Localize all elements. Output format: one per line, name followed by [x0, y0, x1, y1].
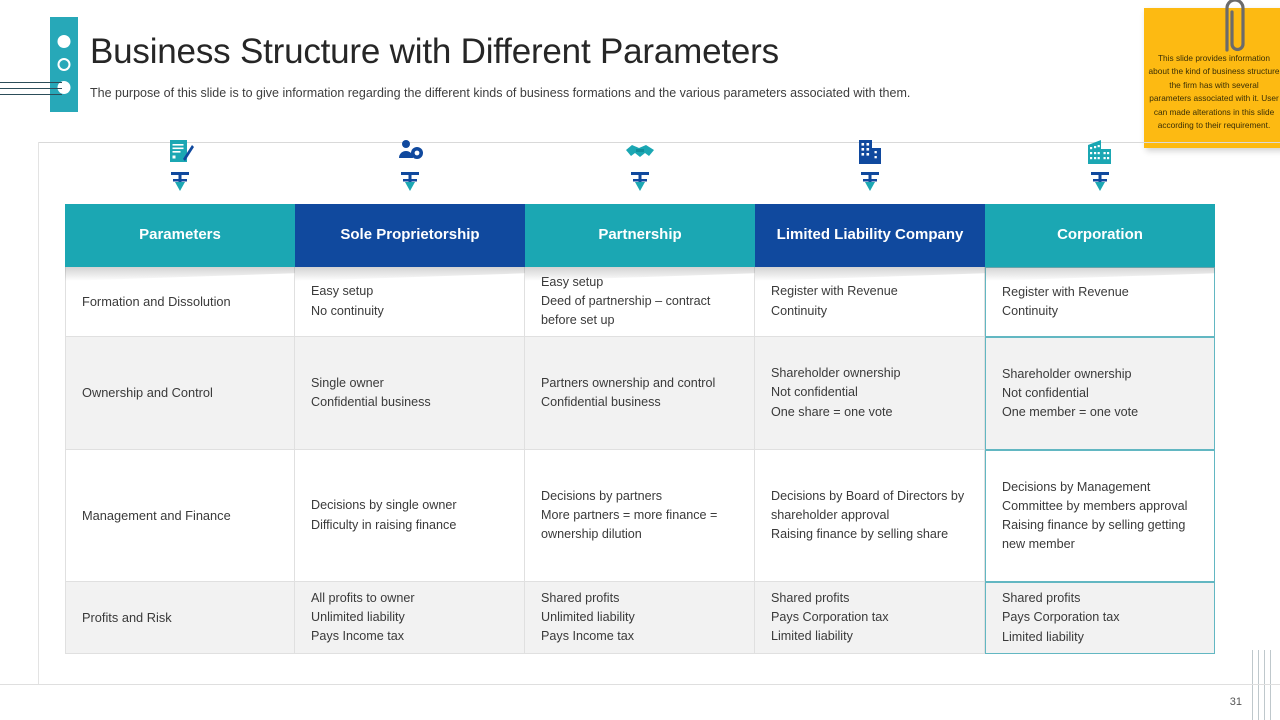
divider-top	[38, 142, 1280, 143]
icon-cell-corporation	[985, 136, 1215, 196]
sticky-note: This slide provides information about th…	[1144, 8, 1280, 148]
page-title: Business Structure with Different Parame…	[90, 32, 779, 71]
cell-parameter: Ownership and Control	[65, 337, 295, 450]
decorative-fringe	[1200, 650, 1280, 720]
cell-parameter: Formation and Dissolution	[65, 267, 295, 337]
pin-marker-icon	[171, 172, 189, 191]
cell-parameter: Profits and Risk	[65, 582, 295, 654]
icon-cell-sole-proprietorship	[295, 136, 525, 196]
comparison-table: Parameters Sole Proprietorship Partnersh…	[65, 204, 1215, 654]
table-header-row: Parameters Sole Proprietorship Partnersh…	[65, 204, 1215, 267]
pin-marker-icon	[401, 172, 419, 191]
column-icons-row	[65, 136, 1215, 196]
cell-parameter: Management and Finance	[65, 450, 295, 582]
accent-dot-filled-top	[57, 35, 71, 48]
table-row: Management and Finance Decisions by sing…	[65, 450, 1215, 582]
paperclip-icon	[1225, 0, 1245, 52]
divider-left-vertical	[38, 142, 39, 684]
page-number: 31	[1229, 696, 1242, 708]
city-buildings-icon	[1085, 136, 1115, 168]
cell-llc: Decisions by Board of Directors by share…	[755, 450, 985, 582]
office-building-icon	[856, 136, 884, 168]
person-gear-icon	[395, 136, 425, 168]
column-header-llc[interactable]: Limited Liability Company	[755, 204, 985, 267]
cell-corporation: Decisions by Management Committee by mem…	[985, 450, 1215, 582]
icon-cell-llc	[755, 136, 985, 196]
column-header-corporation[interactable]: Corporation	[985, 204, 1215, 267]
accent-dot-filled-bottom	[57, 81, 71, 94]
column-header-parameters[interactable]: Parameters	[65, 204, 295, 267]
accent-dot-hollow	[57, 58, 71, 71]
icon-cell-parameters	[65, 136, 295, 196]
column-header-sole-proprietorship[interactable]: Sole Proprietorship	[295, 204, 525, 267]
pin-marker-icon	[1091, 172, 1109, 191]
pin-marker-icon	[631, 172, 649, 191]
pin-marker-icon	[861, 172, 879, 191]
page-subtitle: The purpose of this slide is to give inf…	[90, 86, 911, 100]
document-pen-icon	[165, 136, 195, 168]
divider-bottom	[0, 684, 1280, 685]
icon-cell-partnership	[525, 136, 755, 196]
header-accent-lines	[0, 82, 62, 100]
header-accent-bar	[50, 17, 78, 112]
column-header-partnership[interactable]: Partnership	[525, 204, 755, 267]
handshake-icon	[624, 136, 656, 168]
